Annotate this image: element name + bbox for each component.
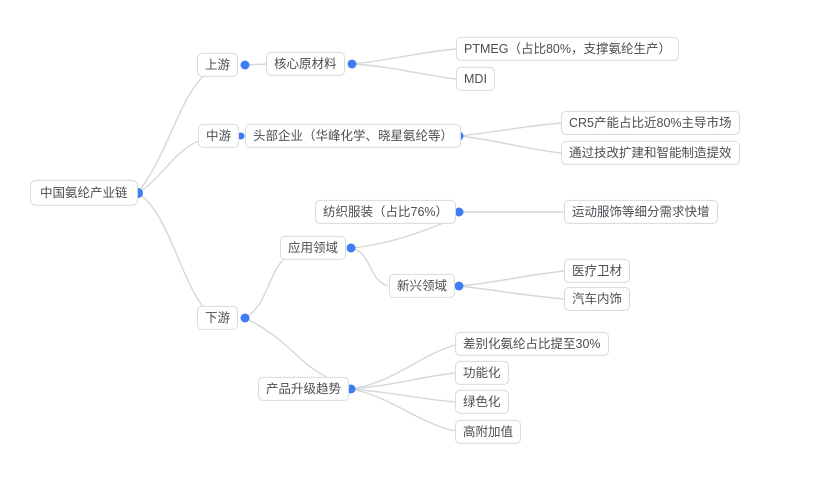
edge-productupgrade-green <box>350 388 456 403</box>
edge-downstream-application <box>244 256 287 319</box>
edge-productupgrade-highvalue <box>350 388 456 432</box>
edge-productupgrade-functional <box>350 372 456 390</box>
edge-emerging-autointerior <box>458 285 565 300</box>
application-fields-dot <box>346 243 356 253</box>
core-materials-dot <box>347 59 357 69</box>
node-sportswear-demand[interactable]: 运动服饰等细分需求快增 <box>564 199 718 225</box>
edge-root-downstream <box>137 192 206 310</box>
node-core-materials[interactable]: 核心原材料 <box>266 51 345 77</box>
edge-leading-techupgrade <box>458 135 562 154</box>
node-cr5-capacity[interactable]: CR5产能占比近80%主导市场 <box>561 110 740 136</box>
node-upstream[interactable]: 上游 <box>197 52 239 78</box>
edge-corematerials-mdi <box>351 63 457 80</box>
edge-application-emerging <box>350 247 389 287</box>
edge-root-midstream <box>137 140 200 194</box>
node-application-fields[interactable]: 应用领域 <box>280 235 347 261</box>
upstream-dot <box>240 60 250 70</box>
downstream-dot <box>240 313 250 323</box>
node-tech-upgrade[interactable]: 通过技改扩建和智能制造提效 <box>561 140 740 166</box>
edge-root-upstream <box>137 73 207 194</box>
edge-emerging-medical <box>458 270 565 287</box>
node-emerging-fields[interactable]: 新兴领域 <box>389 273 456 299</box>
edge-productupgrade-differentiated <box>350 344 456 390</box>
edge-leading-cr5 <box>458 122 562 137</box>
node-mdi[interactable]: MDI <box>456 66 495 92</box>
node-leading-companies[interactable]: 头部企业（华峰化学、晓星氨纶等） <box>245 123 462 149</box>
node-product-upgrade[interactable]: 产品升级趋势 <box>258 376 350 402</box>
node-midstream[interactable]: 中游 <box>198 123 240 149</box>
edge-application-textile <box>350 220 449 249</box>
textile-apparel-dot <box>454 207 464 217</box>
junction-dots[interactable] <box>133 59 464 394</box>
edge-corematerials-ptmeg <box>351 48 457 65</box>
node-high-value[interactable]: 高附加值 <box>455 419 522 445</box>
node-root[interactable]: 中国氨纶产业链 <box>30 179 138 207</box>
node-functional[interactable]: 功能化 <box>455 360 509 386</box>
node-medical-materials[interactable]: 医疗卫材 <box>564 258 631 284</box>
edge-downstream-productupgrade <box>244 317 333 381</box>
node-ptmeg[interactable]: PTMEG（占比80%，支撑氨纶生产） <box>456 36 679 62</box>
emerging-fields-dot <box>454 281 464 291</box>
node-auto-interior[interactable]: 汽车内饰 <box>564 286 631 312</box>
edges <box>137 48 565 432</box>
node-textile-apparel[interactable]: 纺织服装（占比76%） <box>315 199 457 225</box>
node-downstream[interactable]: 下游 <box>197 305 239 331</box>
midstream-dot <box>237 132 245 140</box>
node-differentiated[interactable]: 差别化氨纶占比提至30% <box>455 331 609 357</box>
node-green[interactable]: 绿色化 <box>455 389 509 415</box>
